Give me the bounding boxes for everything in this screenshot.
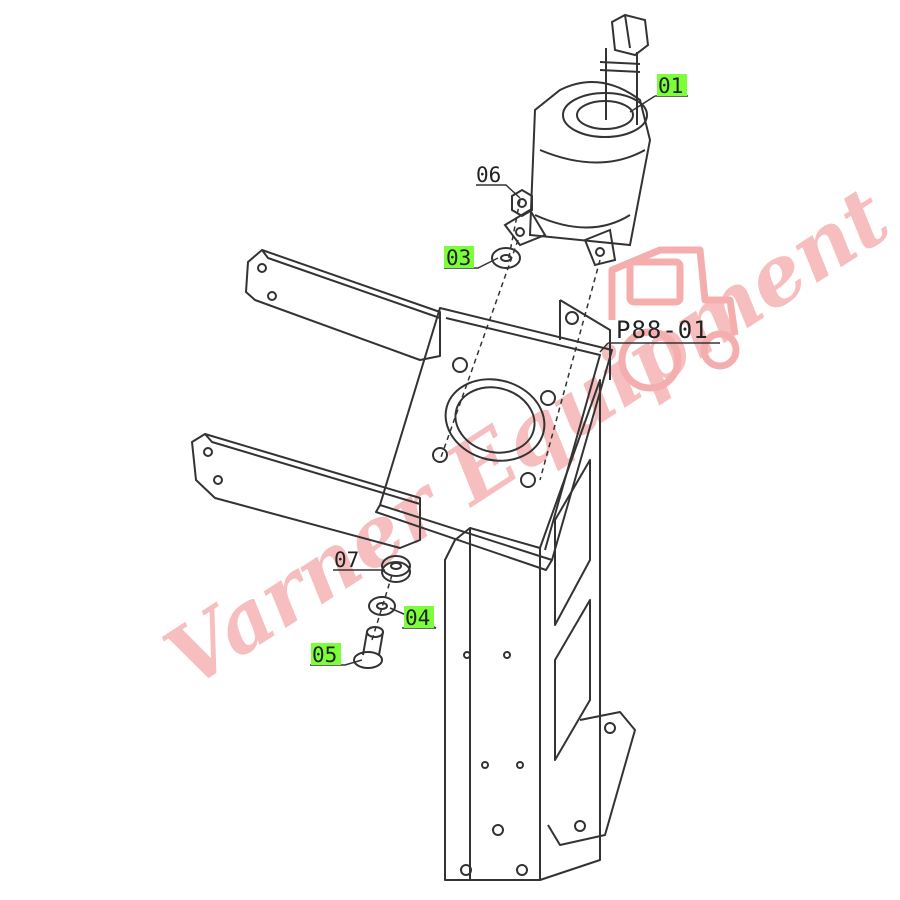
upper-arm <box>245 249 441 361</box>
alignment-lines <box>371 199 601 641</box>
mounting-bracket-frame <box>191 249 636 881</box>
label-part-01: 01 <box>658 74 683 98</box>
tractor-logo-icon <box>608 246 740 392</box>
part-04-washer <box>368 596 396 616</box>
foot-plate <box>547 711 636 846</box>
actuator-motor <box>503 13 652 267</box>
callout-labels: 01 06 03 P88-01 07 04 05 <box>312 74 709 667</box>
hex-bolt-head <box>610 13 650 57</box>
part-03-washer <box>491 247 521 269</box>
part-06-nut <box>511 188 533 218</box>
vertical-post <box>444 527 541 881</box>
watermark-text: Varner Equipment <box>149 169 900 707</box>
label-part-04: 04 <box>405 606 430 630</box>
label-part-07: 07 <box>334 548 359 572</box>
label-part-03: 03 <box>446 246 471 270</box>
label-assembly-p88-01: P88-01 <box>616 316 709 344</box>
part-07-nut <box>381 555 411 583</box>
label-highlights <box>311 74 687 665</box>
lower-arm <box>191 433 421 549</box>
part-05-bolt <box>353 626 384 669</box>
label-part-05: 05 <box>312 643 337 667</box>
label-part-06: 06 <box>476 163 501 187</box>
motor-housing <box>528 81 652 247</box>
watermark: Varner Equipment <box>149 169 900 707</box>
